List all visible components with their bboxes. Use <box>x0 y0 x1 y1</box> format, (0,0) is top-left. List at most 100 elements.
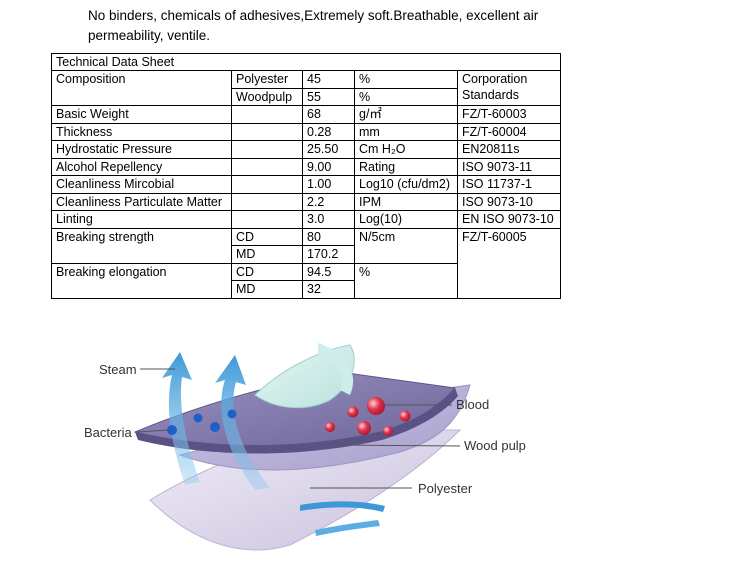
property-name: Thickness <box>51 122 232 141</box>
property-value: 68 <box>302 105 355 124</box>
bacteria-leader <box>135 429 171 433</box>
breaking-strength-value: 80 <box>302 227 355 246</box>
property-standard: FZ/T-60004 <box>457 122 561 141</box>
property-standard: ISO 11737-1 <box>457 175 561 194</box>
property-unit: Rating <box>354 157 458 176</box>
blood-drop <box>399 410 411 422</box>
property-name: Cleanliness Mircobial <box>51 175 232 194</box>
standard-header: Corporation Standards <box>457 70 561 106</box>
curl-arrow <box>318 343 354 395</box>
blood-drops <box>325 397 411 436</box>
blood-drop <box>357 421 371 435</box>
blood-drop <box>347 406 359 418</box>
blood-drop <box>367 397 385 415</box>
composition-sub: Woodpulp <box>231 87 303 106</box>
property-standard: FZ/T-60003 <box>457 105 561 124</box>
table-row: Cleanliness Particulate Matter 2.2 IPM I… <box>51 192 561 211</box>
intro-text: No binders, chemicals of adhesives,Extre… <box>88 6 608 46</box>
table-row: Composition Polyester 45 % Corporation S… <box>51 70 561 106</box>
property-value: 1.00 <box>302 175 355 194</box>
composition-unit: % <box>354 70 458 89</box>
composition-value: 45 <box>302 70 355 89</box>
property-standard: ISO 9073-11 <box>457 157 561 176</box>
property-name: Linting <box>51 210 232 229</box>
property-sub <box>231 122 303 141</box>
blood-label: Blood <box>456 397 489 412</box>
breaking-elongation-value: 32 <box>302 280 355 299</box>
bacteria-dot <box>227 409 237 419</box>
property-standard: EN20811s <box>457 140 561 159</box>
property-sub <box>231 210 303 229</box>
property-name: Basic Weight <box>51 105 232 124</box>
property-unit: g/㎡ <box>354 105 458 124</box>
bacteria-dot <box>210 422 220 432</box>
wood-pulp-label: Wood pulp <box>464 438 526 453</box>
table-row: Alcohol Repellency 9.00 Rating ISO 9073-… <box>51 157 561 176</box>
bacteria-dot <box>167 425 177 435</box>
curl <box>254 344 355 409</box>
standard-header-line-1: Corporation <box>462 72 528 86</box>
table-row: Basic Weight 68 g/㎡ FZ/T-60003 <box>51 105 561 124</box>
intro-line-2: permeability, ventile. <box>88 28 211 43</box>
property-unit: Log(10) <box>354 210 458 229</box>
table-row: Breaking elongation CD 94.5 % <box>51 262 561 299</box>
standard-header-line-2: Standards <box>462 88 519 102</box>
property-sub <box>231 157 303 176</box>
table-row: MD 32 <box>52 280 561 299</box>
breaking-strength-sub: MD <box>231 245 303 264</box>
steam-arrow-left <box>162 352 200 485</box>
bacteria-dot <box>193 413 203 423</box>
intro-line-1: No binders, chemicals of adhesives,Extre… <box>88 8 539 23</box>
property-sub <box>231 192 303 211</box>
technical-data-table: Technical Data Sheet Composition Polyest… <box>51 53 561 299</box>
property-value: 25.50 <box>302 140 355 159</box>
property-sub <box>231 175 303 194</box>
steam-label: Steam <box>99 362 137 377</box>
property-name: Hydrostatic Pressure <box>51 140 232 159</box>
breaking-strength-unit: N/5cm <box>354 227 458 264</box>
composition-sub: Polyester <box>231 70 303 89</box>
property-value: 0.28 <box>302 122 355 141</box>
property-unit: mm <box>354 122 458 141</box>
blood-drop <box>383 426 393 436</box>
polyester-label: Polyester <box>418 481 473 496</box>
property-name: Cleanliness Particulate Matter <box>51 192 232 211</box>
breaking-elongation-sub: CD <box>231 262 303 281</box>
breaking-elongation-label: Breaking elongation <box>51 262 232 299</box>
blood-drop <box>325 422 335 432</box>
air-arrow-bottom-2 <box>315 520 380 536</box>
property-standard: ISO 9073-10 <box>457 192 561 211</box>
property-value: 2.2 <box>302 192 355 211</box>
breaking-strength-value: 170.2 <box>302 245 355 264</box>
property-value: 9.00 <box>302 157 355 176</box>
bacteria-label: Bacteria <box>84 425 132 440</box>
table-row: Cleanliness Mircobial 1.00 Log10 (cfu/dm… <box>51 175 561 194</box>
breaking-elongation-sub: MD <box>231 280 303 299</box>
breaking-strength-sub: CD <box>231 227 303 246</box>
composition-value: 55 <box>302 87 355 106</box>
property-value: 3.0 <box>302 210 355 229</box>
layer-diagram: Steam Bacteria Blood Wood pulp Polyester <box>84 343 526 551</box>
table-row: Breaking strength CD 80 N/5cm FZ/T-60005 <box>51 227 561 299</box>
composition-label: Composition <box>51 70 232 106</box>
air-arrow-bottom <box>300 501 385 512</box>
top-layer-edge <box>135 388 458 454</box>
wood-pulp-leader <box>339 444 461 447</box>
breaking-strength-standard: FZ/T-60005 <box>457 227 561 299</box>
property-unit: Log10 (cfu/dm2) <box>354 175 458 194</box>
table-row: Linting 3.0 Log(10) EN ISO 9073-10 <box>51 210 561 229</box>
table-row: Thickness 0.28 mm FZ/T-60004 <box>51 122 561 141</box>
table-title: Technical Data Sheet <box>51 53 561 71</box>
property-sub <box>231 140 303 159</box>
bacteria-dots <box>167 409 237 435</box>
breaking-strength-label: Breaking strength <box>51 227 232 264</box>
property-unit: Cm H₂O <box>354 140 458 159</box>
property-unit: IPM <box>354 192 458 211</box>
property-name: Alcohol Repellency <box>51 157 232 176</box>
breaking-elongation-value: 94.5 <box>302 262 355 281</box>
breaking-elongation-unit: % <box>354 262 458 299</box>
table-row: Hydrostatic Pressure 25.50 Cm H₂O EN2081… <box>51 140 561 159</box>
property-standard: EN ISO 9073-10 <box>457 210 561 229</box>
composition-unit: % <box>354 87 458 106</box>
steam-arrow-right <box>215 355 270 490</box>
